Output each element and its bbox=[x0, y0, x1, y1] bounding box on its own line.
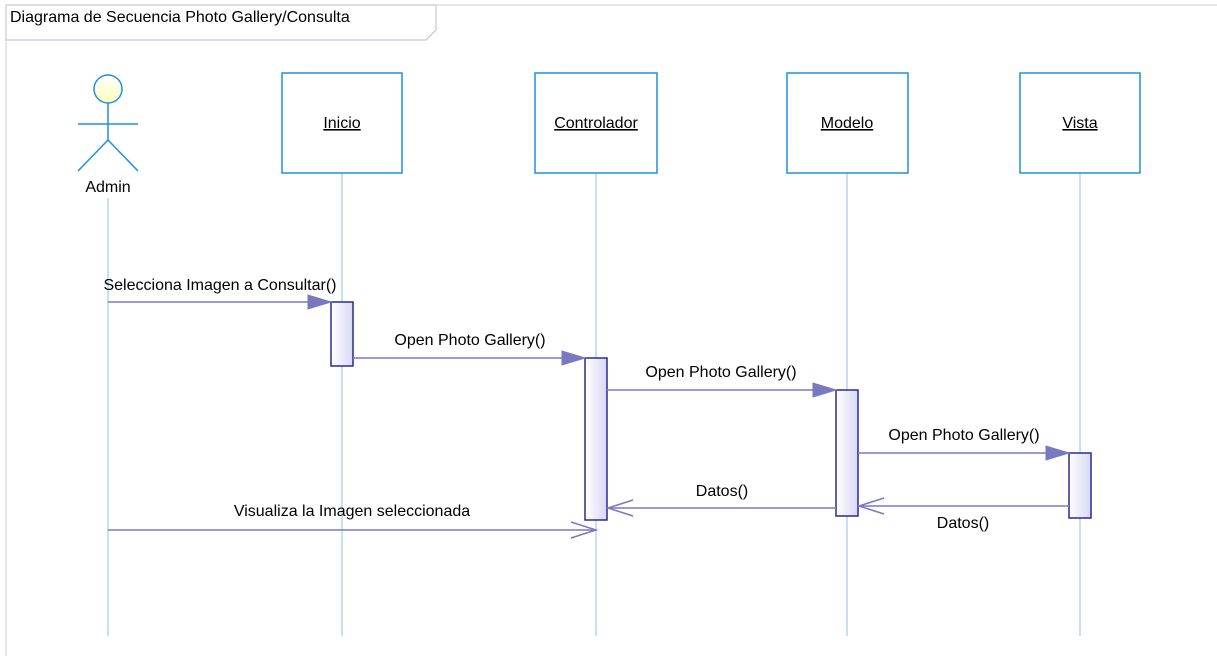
message-label: Open Photo Gallery() bbox=[645, 364, 796, 381]
message-label: Selecciona Imagen a Consultar() bbox=[103, 277, 336, 294]
filled-arrowhead-icon bbox=[812, 382, 838, 398]
activation-inicio bbox=[330, 301, 354, 367]
actor-admin[interactable]: Admin bbox=[77, 74, 139, 196]
open-arrowhead-icon bbox=[570, 521, 599, 539]
object-modelo[interactable]: Modelo bbox=[786, 72, 909, 174]
activation-modelo bbox=[835, 389, 859, 517]
object-vista-label: Vista bbox=[1062, 115, 1097, 132]
filled-arrowhead-icon bbox=[561, 350, 587, 366]
diagram-title: Diagrama de Secuencia Photo Gallery/Cons… bbox=[10, 9, 350, 26]
message-open-photo-gallery-1[interactable]: Open Photo Gallery() bbox=[353, 332, 587, 366]
message-visualiza-imagen[interactable]: Visualiza la Imagen seleccionada bbox=[108, 503, 599, 539]
object-modelo-label: Modelo bbox=[821, 115, 874, 132]
message-selecciona-imagen[interactable]: Selecciona Imagen a Consultar() bbox=[103, 277, 337, 310]
object-inicio-label: Inicio bbox=[323, 115, 360, 132]
activation-vista bbox=[1068, 452, 1092, 519]
message-label: Datos() bbox=[937, 515, 989, 532]
message-datos-1[interactable]: Datos() bbox=[856, 497, 1069, 532]
message-open-photo-gallery-2[interactable]: Open Photo Gallery() bbox=[607, 364, 838, 398]
message-label: Open Photo Gallery() bbox=[888, 427, 1039, 444]
object-inicio[interactable]: Inicio bbox=[281, 72, 403, 174]
filled-arrowhead-icon bbox=[1045, 445, 1071, 461]
actor-label: Admin bbox=[85, 179, 130, 196]
diagram-title-tab bbox=[5, 4, 437, 41]
diagram-frame: Diagrama de Secuencia Photo Gallery/Cons… bbox=[5, 4, 1217, 656]
open-arrowhead-icon bbox=[856, 497, 885, 515]
object-vista[interactable]: Vista bbox=[1019, 72, 1141, 174]
filled-arrowhead-icon bbox=[307, 294, 333, 310]
message-label: Visualiza la Imagen seleccionada bbox=[234, 503, 470, 520]
message-label: Open Photo Gallery() bbox=[394, 332, 545, 349]
message-label: Datos() bbox=[696, 483, 748, 500]
object-controlador-label: Controlador bbox=[554, 115, 638, 132]
object-controlador[interactable]: Controlador bbox=[534, 72, 658, 174]
message-open-photo-gallery-3[interactable]: Open Photo Gallery() bbox=[858, 427, 1071, 461]
stick-figure-actor-icon bbox=[77, 74, 139, 172]
activation-controlador bbox=[584, 357, 608, 521]
message-datos-2[interactable]: Datos() bbox=[605, 483, 836, 517]
open-arrowhead-icon bbox=[605, 499, 634, 517]
